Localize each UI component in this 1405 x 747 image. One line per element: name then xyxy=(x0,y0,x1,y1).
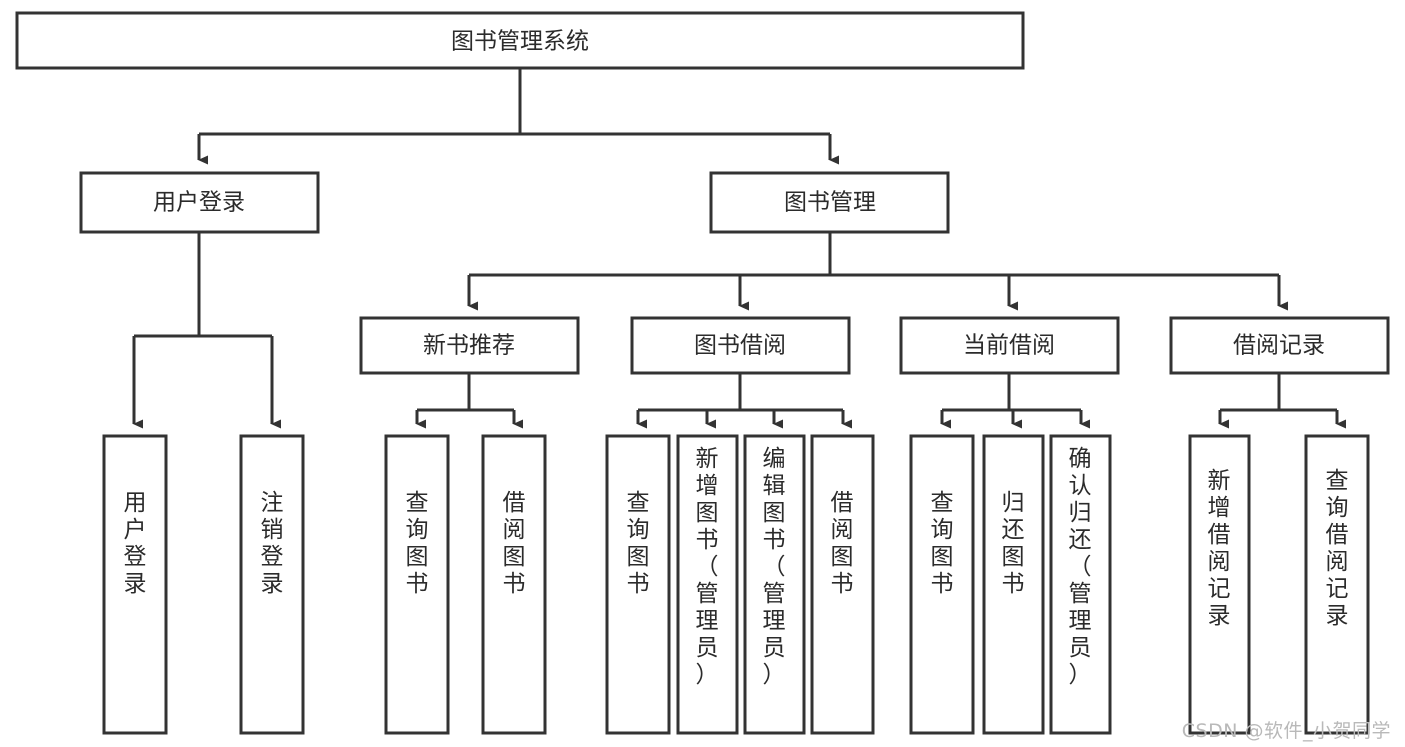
node-leaf-add-record-box[interactable] xyxy=(1188,434,1251,735)
node-leaf-borrow-book-rec-box[interactable] xyxy=(481,434,547,735)
node-book-manage-box[interactable] xyxy=(709,171,950,234)
node-leaf-query-book-rec-label: 查询图书 xyxy=(406,490,429,597)
node-leaf-user-login[interactable]: 用户登录 xyxy=(102,434,168,735)
node-leaf-add-record-label: 新增借阅记录 xyxy=(1208,468,1231,629)
node-leaf-borrow-book-rec[interactable]: 借阅图书 xyxy=(481,434,547,735)
node-root-box[interactable] xyxy=(15,11,1025,70)
node-borrow-record[interactable]: 借阅记录 xyxy=(1169,316,1390,375)
node-leaf-return-book[interactable]: 归还图书 xyxy=(982,434,1045,735)
node-leaf-query-book-br-label: 查询图书 xyxy=(627,490,650,597)
node-leaf-borrow-book-br-label: 借阅图书 xyxy=(831,490,854,597)
node-book-borrow[interactable]: 图书借阅 xyxy=(630,316,851,375)
csdn-watermark: CSDN @软件_小贺同学 xyxy=(1181,720,1391,742)
node-current-borrow-label: 当前借阅 xyxy=(963,333,1055,359)
node-leaf-return-book-box[interactable] xyxy=(982,434,1045,735)
connector-layer xyxy=(132,68,1346,429)
node-leaf-edit-book-box[interactable] xyxy=(743,434,806,735)
node-new-book-rec[interactable]: 新书推荐 xyxy=(359,316,580,375)
node-borrow-record-box[interactable] xyxy=(1169,316,1390,375)
node-current-borrow[interactable]: 当前借阅 xyxy=(899,316,1120,375)
node-book-borrow-box[interactable] xyxy=(630,316,851,375)
node-user-login[interactable]: 用户登录 xyxy=(79,171,320,234)
node-leaf-query-book-br[interactable]: 查询图书 xyxy=(605,434,671,735)
node-book-borrow-label: 图书借阅 xyxy=(694,333,786,359)
node-leaf-query-record[interactable]: 查询借阅记录 xyxy=(1304,434,1370,735)
node-leaf-add-book[interactable]: 新增图书（管理员） xyxy=(676,434,739,735)
node-leaf-query-book-rec-box[interactable] xyxy=(384,434,450,735)
node-leaf-confirm-return[interactable]: 确认归还（管理员） xyxy=(1049,434,1112,735)
node-leaf-add-record[interactable]: 新增借阅记录 xyxy=(1188,434,1251,735)
node-leaf-confirm-return-label: 确认归还（管理员） xyxy=(1069,446,1092,688)
node-leaf-edit-book[interactable]: 编辑图书（管理员） xyxy=(743,434,806,735)
node-user-login-label: 用户登录 xyxy=(153,190,245,216)
node-leaf-borrow-book-br-box[interactable] xyxy=(810,434,875,735)
node-leaf-logout-box[interactable] xyxy=(239,434,305,735)
node-leaf-return-book-label: 归还图书 xyxy=(1002,490,1025,597)
node-root-label: 图书管理系统 xyxy=(451,29,589,55)
node-leaf-edit-book-label: 编辑图书（管理员） xyxy=(763,446,786,688)
node-leaf-add-book-box[interactable] xyxy=(676,434,739,735)
node-leaf-query-record-box[interactable] xyxy=(1304,434,1370,735)
node-leaf-query-book-cb-label: 查询图书 xyxy=(931,490,954,597)
node-book-manage-label: 图书管理 xyxy=(784,190,876,216)
node-current-borrow-box[interactable] xyxy=(899,316,1120,375)
node-leaf-query-record-label: 查询借阅记录 xyxy=(1326,468,1349,629)
node-leaf-borrow-book-rec-label: 借阅图书 xyxy=(503,490,526,597)
node-leaf-query-book-rec[interactable]: 查询图书 xyxy=(384,434,450,735)
node-book-manage[interactable]: 图书管理 xyxy=(709,171,950,234)
node-leaf-query-book-br-box[interactable] xyxy=(605,434,671,735)
node-root[interactable]: 图书管理系统 xyxy=(15,11,1025,70)
node-user-login-box[interactable] xyxy=(79,171,320,234)
node-leaf-query-book-cb[interactable]: 查询图书 xyxy=(909,434,975,735)
node-new-book-rec-box[interactable] xyxy=(359,316,580,375)
node-new-book-rec-label: 新书推荐 xyxy=(423,333,515,359)
node-leaf-logout-label: 注销登录 xyxy=(261,490,284,597)
node-leaf-logout[interactable]: 注销登录 xyxy=(239,434,305,735)
node-leaf-confirm-return-box[interactable] xyxy=(1049,434,1112,735)
node-borrow-record-label: 借阅记录 xyxy=(1233,333,1325,359)
node-leaf-query-book-cb-box[interactable] xyxy=(909,434,975,735)
node-leaf-user-login-box[interactable] xyxy=(102,434,168,735)
node-leaf-add-book-label: 新增图书（管理员） xyxy=(696,446,719,688)
node-leaf-borrow-book-br[interactable]: 借阅图书 xyxy=(810,434,875,735)
node-leaf-user-login-label: 用户登录 xyxy=(124,490,147,597)
